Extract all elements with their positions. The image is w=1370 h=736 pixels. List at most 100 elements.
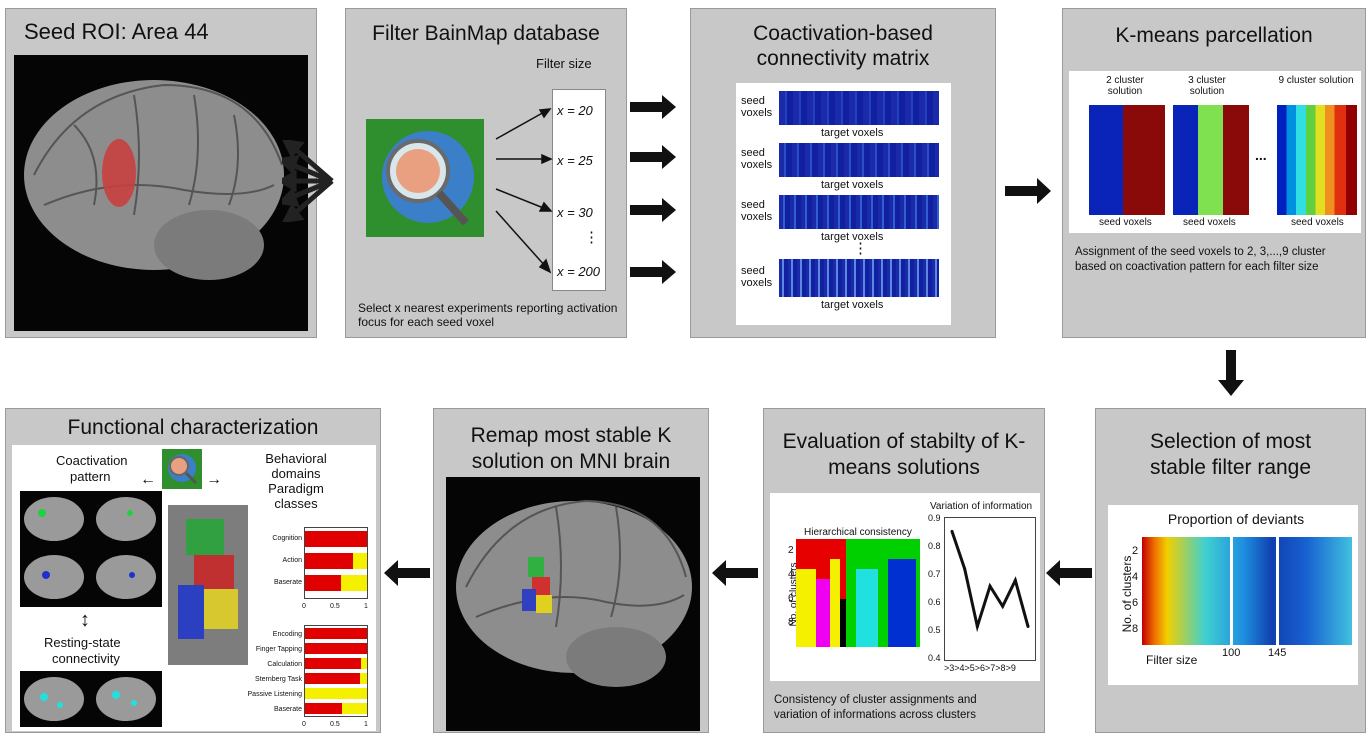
brain-slice-image: [168, 505, 248, 665]
ytick-4: 4: [1132, 571, 1139, 583]
behavioral-label-1: Behavioral: [265, 451, 327, 466]
brainmap-small-icon: [162, 449, 202, 489]
axis-tick: 1: [364, 721, 368, 728]
deviants-xlabel: Filter size: [1146, 653, 1198, 667]
right-arrow-icon: →: [206, 471, 222, 488]
selection-title-1: Selection of most: [1149, 430, 1312, 453]
resting-state-brains: [20, 671, 162, 727]
bar-yellow: [360, 658, 367, 669]
seed-label: seed: [741, 199, 765, 211]
bar-label: Passive Listening: [247, 691, 302, 698]
seed-label: seed: [741, 147, 765, 159]
connectivity-matrix-3: [779, 195, 939, 229]
bar-red: [305, 575, 341, 591]
filter-caption: Select x nearest experiments reporting a…: [358, 301, 618, 329]
filter-size-2: x = 25: [557, 153, 593, 168]
filter-size-box: [552, 89, 606, 291]
bar-red: [305, 658, 361, 669]
coact-title-1: Coactivation-based: [753, 22, 933, 45]
filter-to-coact-arrows: [630, 95, 676, 284]
seed-voxels-xlabel: seed voxels: [1183, 217, 1236, 228]
coact-panel: Coactivation-based connectivity matrix s…: [690, 8, 996, 338]
seed-roi-title: Seed ROI: Area 44: [24, 19, 209, 44]
evaluation-title-1: Evaluation of stabilty of K-: [782, 430, 1026, 453]
filter-size-3: x = 30: [557, 205, 593, 220]
connectivity-matrix-1: [779, 91, 939, 125]
vi-point: [988, 584, 992, 588]
remap-title-1: Remap most stable K: [470, 424, 672, 447]
voxels-label: voxels: [741, 277, 773, 289]
remap-panel: Remap most stable K solution on MNI brai…: [433, 408, 709, 733]
bar-yellow: [342, 703, 367, 714]
bar-yellow: [359, 673, 367, 684]
vi-point: [1026, 624, 1030, 628]
solution-3-matrix: [1173, 105, 1249, 215]
deviants-chart-title: Proportion of deviants: [1167, 511, 1305, 527]
filter-size-1: x = 20: [557, 103, 593, 118]
axis-tick: 0.5: [330, 603, 340, 610]
kmeans-caption: Assignment of the seed voxels to 2, 3,..…: [1075, 246, 1326, 273]
bar-label: Baserate: [273, 579, 302, 586]
selection-title-2: stable filter range: [1149, 456, 1312, 479]
evaluation-to-remap-arrow: [712, 560, 758, 586]
seed-arrows: [276, 138, 344, 227]
bar-label: Encoding: [272, 631, 302, 638]
bar-label: Calculation: [267, 661, 302, 668]
hier-title: Hierarchical consistency: [804, 527, 912, 538]
bar-label: Baserate: [273, 706, 302, 713]
resting-state-label-2: connectivity: [52, 651, 120, 666]
solution-label-3: 3 cluster solution: [1188, 75, 1226, 97]
seed-label: seed: [741, 95, 765, 107]
kmeans-ellipsis: ...: [1255, 147, 1267, 163]
voxels-label: voxels: [741, 107, 773, 119]
remap-title-2: solution on MNI brain: [471, 450, 671, 473]
xtick-145: 145: [1268, 647, 1287, 659]
selection-to-evaluation-arrow: [1046, 560, 1092, 586]
target-voxels-label: target voxels: [821, 179, 884, 191]
mni-brain-image: [446, 477, 700, 731]
vi-point: [950, 529, 954, 533]
kmeans-panel: K-means parcellation 2 cluster solution …: [1062, 8, 1366, 338]
bar-label: Finger Tapping: [255, 646, 302, 653]
evaluation-caption-1: Consistency of cluster assignments and: [774, 694, 977, 706]
resting-state-label-1: Resting-state: [44, 635, 121, 650]
filter-arrows: [495, 108, 553, 274]
seed-label: seed: [741, 265, 765, 277]
vi-title: Variation of information: [930, 501, 1033, 512]
xtick-100: 100: [1222, 647, 1241, 659]
brain-lateral-image: [14, 55, 308, 331]
kmeans-to-selection-arrow: [1218, 350, 1244, 396]
ytick-8: 8: [1132, 623, 1139, 635]
solution-9-matrix: [1277, 105, 1357, 215]
coactivation-pattern-label-2: pattern: [70, 469, 111, 484]
vi-xlabel: >3>4>5>6>7>8>9: [944, 663, 1016, 673]
target-voxels-label: target voxels: [821, 299, 884, 311]
target-voxels-label: target voxels: [821, 231, 884, 243]
vi-plot: [944, 517, 1036, 661]
bar-red: [305, 628, 367, 639]
selection-panel: Selection of most stable filter range Pr…: [1095, 408, 1366, 733]
functional-title: Functional characterization: [67, 416, 319, 439]
target-voxels-label: target voxels: [821, 127, 884, 139]
bar-red: [305, 531, 367, 547]
vi-ytick: 0.9: [928, 513, 941, 523]
vi-ytick: 0.8: [928, 541, 941, 551]
functional-panel: Functional characterization Coactivation…: [5, 408, 381, 733]
brainmap-icon: [366, 119, 484, 237]
ytick-6: 6: [1132, 597, 1139, 609]
vi-point: [1013, 578, 1017, 582]
domain-bar-chart: [304, 527, 368, 599]
vi-ytick: 0.5: [928, 625, 941, 635]
bar-red: [305, 703, 343, 714]
vi-point: [963, 567, 967, 571]
seed-voxels-xlabel: seed voxels: [1099, 217, 1152, 228]
connectivity-matrix-2: [779, 143, 939, 177]
behavioral-label-2: domains: [271, 466, 321, 481]
solution-label-2: 2 cluster solution: [1106, 75, 1144, 97]
axis-tick: 0.5: [330, 721, 340, 728]
filter-title: Filter BainMap database: [372, 22, 600, 45]
coact-title-2: connectivity matrix: [756, 47, 930, 70]
coact-to-kmeans-arrow: [1005, 178, 1051, 204]
bar-red: [305, 643, 367, 654]
axis-tick: 1: [364, 603, 368, 610]
